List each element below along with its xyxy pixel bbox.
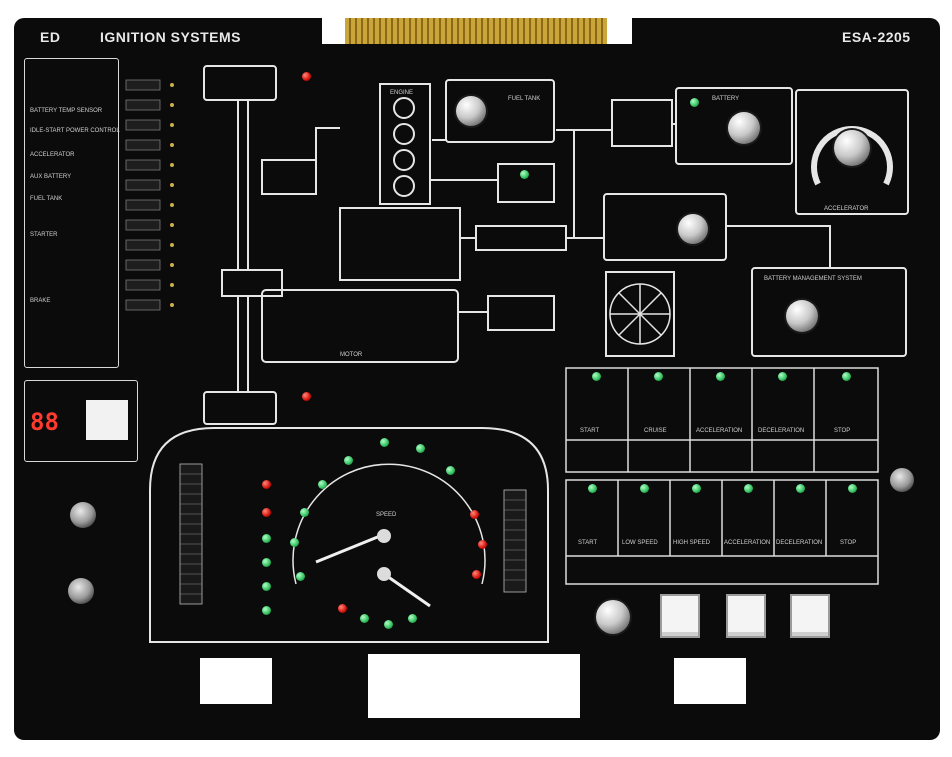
matrix-top-1: START [580, 428, 600, 434]
led-dash-3 [262, 534, 271, 543]
speed-label: SPEED [376, 512, 397, 518]
matrix-bottom-3: HIGH SPEED [673, 540, 711, 546]
led-bottom-red [302, 392, 311, 401]
matrix-bottom-5: DECELERATION [776, 540, 823, 546]
matrix-led-2 [654, 372, 663, 381]
gauge-led-6 [416, 444, 425, 453]
gauge-led-10 [472, 570, 481, 579]
indicator-label-3: ACCELERATOR [30, 152, 75, 158]
led-dash-6 [262, 606, 271, 615]
indicator-label-4: AUX BATTERY [30, 174, 72, 180]
led-dash-2 [262, 508, 271, 517]
matrix-top-5: STOP [834, 428, 851, 434]
motor-label: MOTOR [340, 352, 363, 358]
indicator-label-5: FUEL TANK [30, 196, 63, 202]
seven-segment-display: 88 [30, 408, 59, 436]
bottom-cutout-left [200, 658, 272, 704]
gauge-led-13 [384, 620, 393, 629]
indicator-panel [24, 58, 119, 368]
push-button-2[interactable] [726, 594, 766, 638]
matrix-led-1 [592, 372, 601, 381]
switch-column[interactable] [120, 70, 200, 370]
indicator-label-1: BATTERY TEMP SENSOR [30, 108, 103, 114]
push-button-1[interactable] [660, 594, 700, 638]
bms-knob[interactable] [786, 300, 818, 332]
gauge-led-8 [470, 510, 479, 519]
top-notch-right [607, 18, 632, 44]
edge-connector [345, 18, 607, 44]
matrix-led-11 [848, 484, 857, 493]
gauge-led-9 [478, 540, 487, 549]
mode-toggle[interactable] [890, 468, 914, 492]
matrix-top-4: DECELERATION [758, 428, 805, 434]
matrix-led-8 [692, 484, 701, 493]
accelerator-label: ACCELERATOR [824, 206, 869, 212]
gauge-led-5 [380, 438, 389, 447]
bms-label: BATTERY MANAGEMENT SYSTEM [764, 276, 862, 282]
gauge-led-7 [446, 466, 455, 475]
bottom-cutout-center [368, 654, 580, 718]
brand-logo: ED [40, 29, 61, 45]
gauge-led-14 [408, 614, 417, 623]
gauge-led-4 [344, 456, 353, 465]
matrix-bottom-2: LOW SPEED [622, 540, 658, 546]
battery-knob[interactable] [728, 112, 760, 144]
led-dash-4 [262, 558, 271, 567]
display-button-face[interactable] [86, 400, 128, 440]
matrix-led-4 [778, 372, 787, 381]
matrix-led-10 [796, 484, 805, 493]
indicator-label-7: BRAKE [30, 298, 51, 304]
indicator-label-2: IDLE-START POWER CONTROL [30, 128, 120, 134]
bottom-knob[interactable] [596, 600, 630, 634]
matrix-bottom-1: START [578, 540, 598, 546]
matrix-led-6 [588, 484, 597, 493]
top-notch-left [322, 18, 345, 44]
bottom-cutout-right [674, 658, 746, 704]
matrix-bottom-6: STOP [840, 540, 857, 546]
matrix-led-3 [716, 372, 725, 381]
board-title: IGNITION SYSTEMS [100, 29, 242, 45]
led-top-red [302, 72, 311, 81]
digit-display-panel [24, 380, 138, 462]
gauge-led-15 [296, 572, 305, 581]
led-dash-1 [262, 480, 271, 489]
indicator-label-6: STARTER [30, 232, 58, 238]
fuel-knob[interactable] [456, 96, 486, 126]
ignition-toggle[interactable] [70, 502, 96, 528]
starter-toggle[interactable] [68, 578, 94, 604]
matrix-top-3: ACCELERATION [696, 428, 743, 434]
matrix-led-7 [640, 484, 649, 493]
led-dash-5 [262, 582, 271, 591]
matrix-top-2: CRUISE [644, 428, 667, 434]
accelerator-knob[interactable] [834, 130, 870, 166]
matrix-bottom-4: ACCELERATION [724, 540, 771, 546]
matrix-led-9 [744, 484, 753, 493]
push-button-3[interactable] [790, 594, 830, 638]
led-fuel-green [520, 170, 529, 179]
led-battery-green [690, 98, 699, 107]
model-number: ESA-2205 [842, 29, 911, 45]
gauge-led-1 [290, 538, 299, 547]
gauge-led-11 [338, 604, 347, 613]
battery-label: BATTERY [712, 96, 740, 102]
fuel-tank-label: FUEL TANK [508, 96, 541, 102]
motor-knob[interactable] [678, 214, 708, 244]
engine-label: ENGINE [390, 90, 414, 96]
gauge-led-2 [300, 508, 309, 517]
gauge-led-12 [360, 614, 369, 623]
gauge-led-3 [318, 480, 327, 489]
matrix-led-5 [842, 372, 851, 381]
